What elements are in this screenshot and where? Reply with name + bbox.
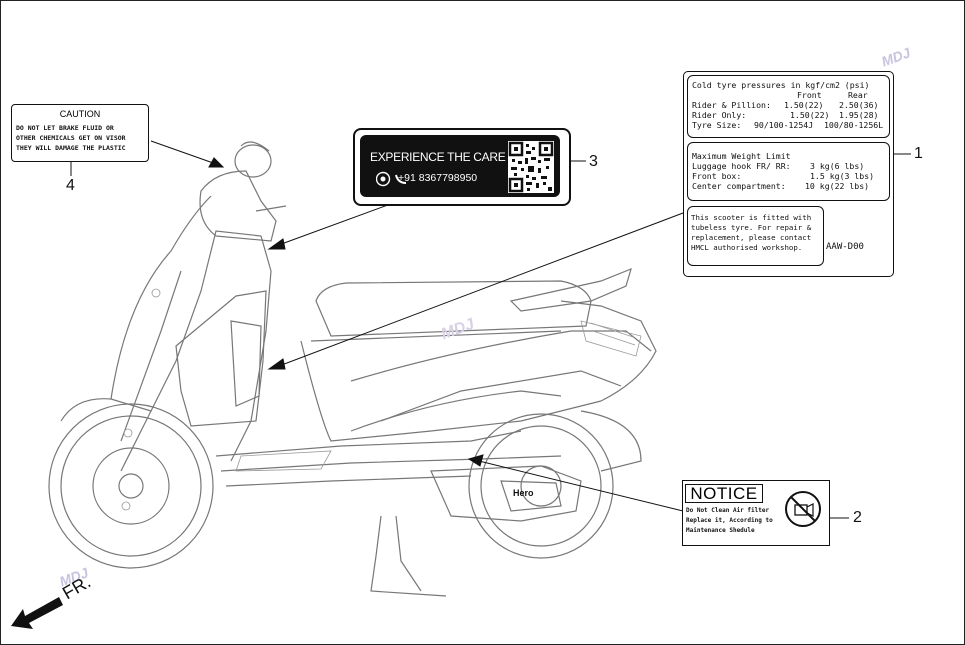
tubeless-line: HMCL authorised workshop. [691, 243, 803, 252]
tyre-size-front: 90/100-1254J [754, 120, 814, 130]
experience-care-label: EXPERIENCE THE CARE +91 8367798950 [353, 128, 571, 206]
tyre-row-front: 1.50(22) [784, 100, 824, 110]
scooter-outline [48, 141, 657, 597]
label-code: AAW-D00 [826, 242, 864, 252]
caution-line: DO NOT LET BRAKE FLUID OR [16, 124, 114, 132]
notice-label: NOTICE Do Not Clean Air filter Replace i… [682, 480, 830, 546]
weight-row-label: Front box: [692, 171, 742, 181]
tubeless-line: replacement, please contact [691, 233, 812, 242]
scooter-detail-lines [121, 288, 642, 511]
callout-2: 2 [853, 509, 862, 526]
weight-row-label: Center compartment: [692, 181, 786, 191]
caution-line: OTHER CHEMICALS GET ON VISOR [16, 134, 126, 142]
tyre-weight-label: Cold tyre pressures in kgf/cm2 (psi) Fro… [683, 71, 894, 277]
callout-3: 3 [589, 153, 598, 170]
tyre-row-label: Rider & Pillion: [692, 100, 771, 110]
tubeless-line: tubeless tyre. For repair & [691, 223, 812, 232]
tubeless-notice-box [687, 206, 824, 266]
notice-line: Do Not Clean Air filter [686, 507, 770, 514]
tyre-heading: Cold tyre pressures in kgf/cm2 (psi) [692, 80, 870, 90]
leader-lines [70, 140, 911, 519]
tyre-row-rear: 2.50(36) [839, 100, 879, 110]
callout-1: 1 [914, 145, 923, 162]
front-direction-arrow [11, 597, 63, 629]
weight-row-value: 3 kg(6 lbs) [810, 161, 865, 171]
weight-limit-box [687, 142, 890, 201]
tyre-row-front: 1.50(22) [790, 110, 830, 120]
caution-title: CAUTION [59, 109, 101, 119]
tyre-col-rear: Rear [848, 90, 868, 100]
tyre-pressure-box [687, 75, 890, 138]
tyre-size-rear: 100/80-1256L [824, 120, 884, 130]
weight-row-value: 10 kg(22 lbs) [805, 181, 870, 191]
weight-row-value: 1.5 kg(3 lbs) [810, 171, 875, 181]
no-air-filter-cleaning-icon [785, 491, 821, 527]
tubeless-line: This scooter is fitted with [691, 213, 812, 222]
caution-line: THEY WILL DAMAGE THE PLASTIC [16, 144, 126, 152]
phone-number: +91 8367798950 [398, 172, 478, 184]
notice-line: Maintenance Shedule [686, 527, 755, 534]
tyre-row-rear: 1.95(28) [839, 110, 879, 120]
tyre-row-label: Rider Only: [692, 110, 747, 120]
experience-headline: EXPERIENCE THE CARE [370, 150, 506, 164]
weight-row-label: Luggage hook FR/ RR: [692, 161, 791, 171]
notice-line: Replace it, According to [686, 517, 773, 524]
engine-badge-text: Hero [513, 488, 534, 498]
experience-care-panel: EXPERIENCE THE CARE +91 8367798950 [360, 135, 560, 197]
callout-4: 4 [66, 177, 75, 194]
caution-label: CAUTION DO NOT LET BRAKE FLUID OR OTHER … [11, 104, 149, 162]
notice-title: NOTICE [685, 484, 763, 503]
qr-code-icon [508, 141, 554, 193]
tyre-col-front: Front [797, 90, 822, 100]
whatsapp-phone-icon [376, 171, 407, 187]
weight-heading: Maximum Weight Limit [692, 151, 791, 161]
tyre-size-label: Tyre Size: [692, 120, 742, 130]
